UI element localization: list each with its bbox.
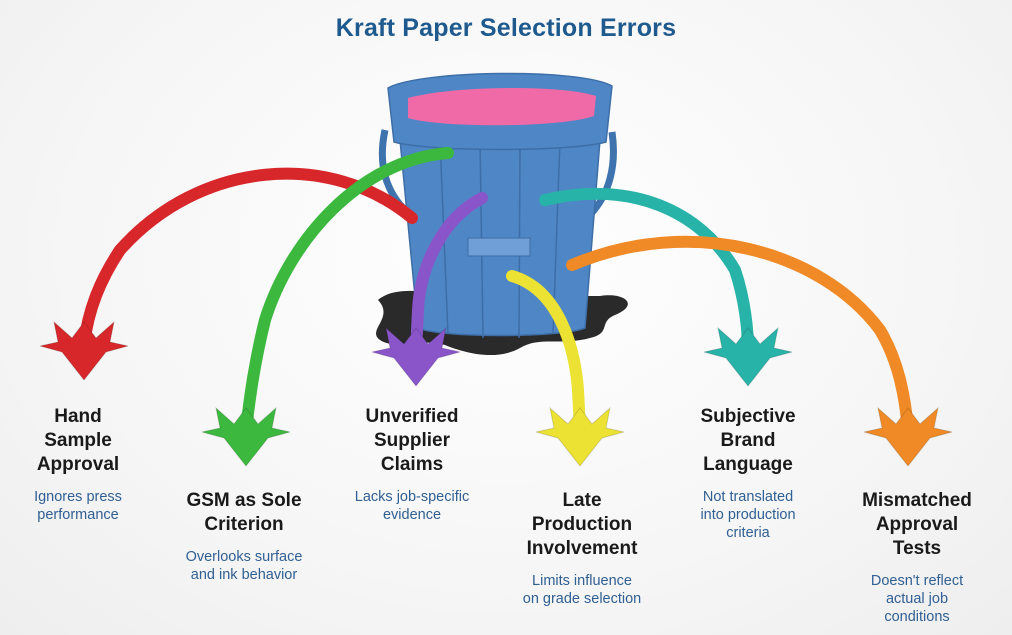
error-stream-1: [78, 167, 418, 351]
splash-arrow-icon: [39, 320, 129, 381]
splash-arrow-icon: [703, 326, 793, 387]
splash-arrow-icon: [863, 406, 953, 467]
error-stream-4: [506, 270, 586, 436]
bucket-liquid: [408, 87, 596, 126]
error-stream-3: [410, 192, 488, 358]
error-stream-6: [566, 235, 914, 436]
bucket: [378, 72, 617, 339]
splash-arrow-icon: [535, 406, 625, 467]
splash-arrow-icon: [201, 406, 291, 467]
error-stream-2: [240, 147, 454, 436]
splash-arrow-icon: [371, 326, 461, 387]
page-title: Kraft Paper Selection Errors: [335, 14, 677, 42]
